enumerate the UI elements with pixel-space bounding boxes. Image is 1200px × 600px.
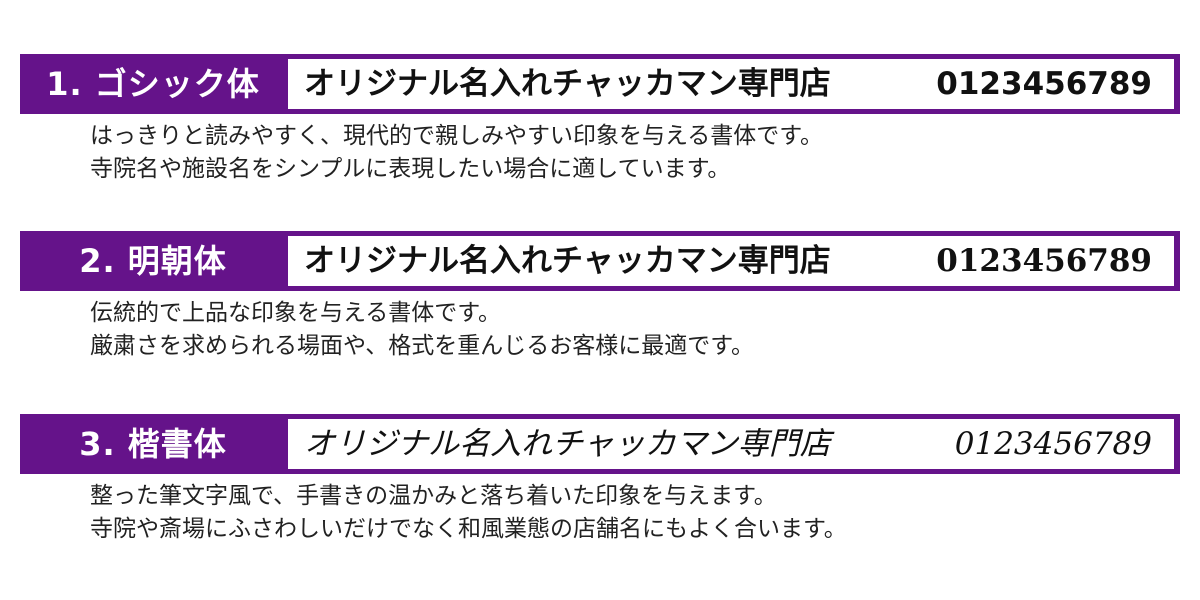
sample-shop-name: オリジナル名入れチャッカマン専門店 xyxy=(304,66,831,102)
font-description: はっきりと読みやすく、現代的で親しみやすい印象を与える書体です。 寺院名や施設名… xyxy=(20,114,1180,186)
font-sample-kaisho: 3. 楷書体 オリジナル名入れチャッカマン専門店 0123456789 整った筆… xyxy=(20,414,1180,546)
sample-box: オリジナル名入れチャッカマン専門店 0123456789 xyxy=(288,419,1174,469)
description-line: 寺院や斎場にふさわしいだけでなく和風業態の店舗名にもよく合います。 xyxy=(90,516,847,542)
font-style-label: 3. 楷書体 xyxy=(79,425,227,463)
font-style-label: 2. 明朝体 xyxy=(79,242,227,280)
sample-box: オリジナル名入れチャッカマン専門店 0123456789 xyxy=(288,59,1174,109)
font-description: 整った筆文字風で、手書きの温かみと落ち着いた印象を与えます。 寺院や斎場にふさわ… xyxy=(20,474,1180,546)
font-banner: 1. ゴシック体 オリジナル名入れチャッカマン専門店 0123456789 xyxy=(20,54,1180,114)
description-line: はっきりと読みやすく、現代的で親しみやすい印象を与える書体です。 xyxy=(90,123,824,149)
font-sample-gothic: 1. ゴシック体 オリジナル名入れチャッカマン専門店 0123456789 はっ… xyxy=(20,54,1180,186)
sample-digits: 0123456789 xyxy=(954,426,1152,462)
font-banner: 2. 明朝体 オリジナル名入れチャッカマン専門店 0123456789 xyxy=(20,231,1180,291)
sample-shop-name: オリジナル名入れチャッカマン専門店 xyxy=(304,243,831,279)
font-description: 伝統的で上品な印象を与える書体です。 厳粛さを求められる場面や、格式を重んじるお… xyxy=(20,291,1180,363)
description-line: 寺院名や施設名をシンプルに表現したい場合に適しています。 xyxy=(90,156,731,182)
font-banner: 3. 楷書体 オリジナル名入れチャッカマン専門店 0123456789 xyxy=(20,414,1180,474)
description-line: 整った筆文字風で、手書きの温かみと落ち着いた印象を与えます。 xyxy=(90,483,777,509)
sample-box: オリジナル名入れチャッカマン専門店 0123456789 xyxy=(288,236,1174,286)
sample-digits: 0123456789 xyxy=(936,66,1152,102)
description-line: 伝統的で上品な印象を与える書体です。 xyxy=(90,300,502,326)
description-line: 厳粛さを求められる場面や、格式を重んじるお客様に最適です。 xyxy=(90,333,755,359)
sample-digits: 0123456789 xyxy=(936,243,1152,279)
font-sample-mincho: 2. 明朝体 オリジナル名入れチャッカマン専門店 0123456789 伝統的で… xyxy=(20,231,1180,363)
sample-shop-name: オリジナル名入れチャッカマン専門店 xyxy=(304,426,831,462)
font-style-label: 1. ゴシック体 xyxy=(46,65,260,103)
